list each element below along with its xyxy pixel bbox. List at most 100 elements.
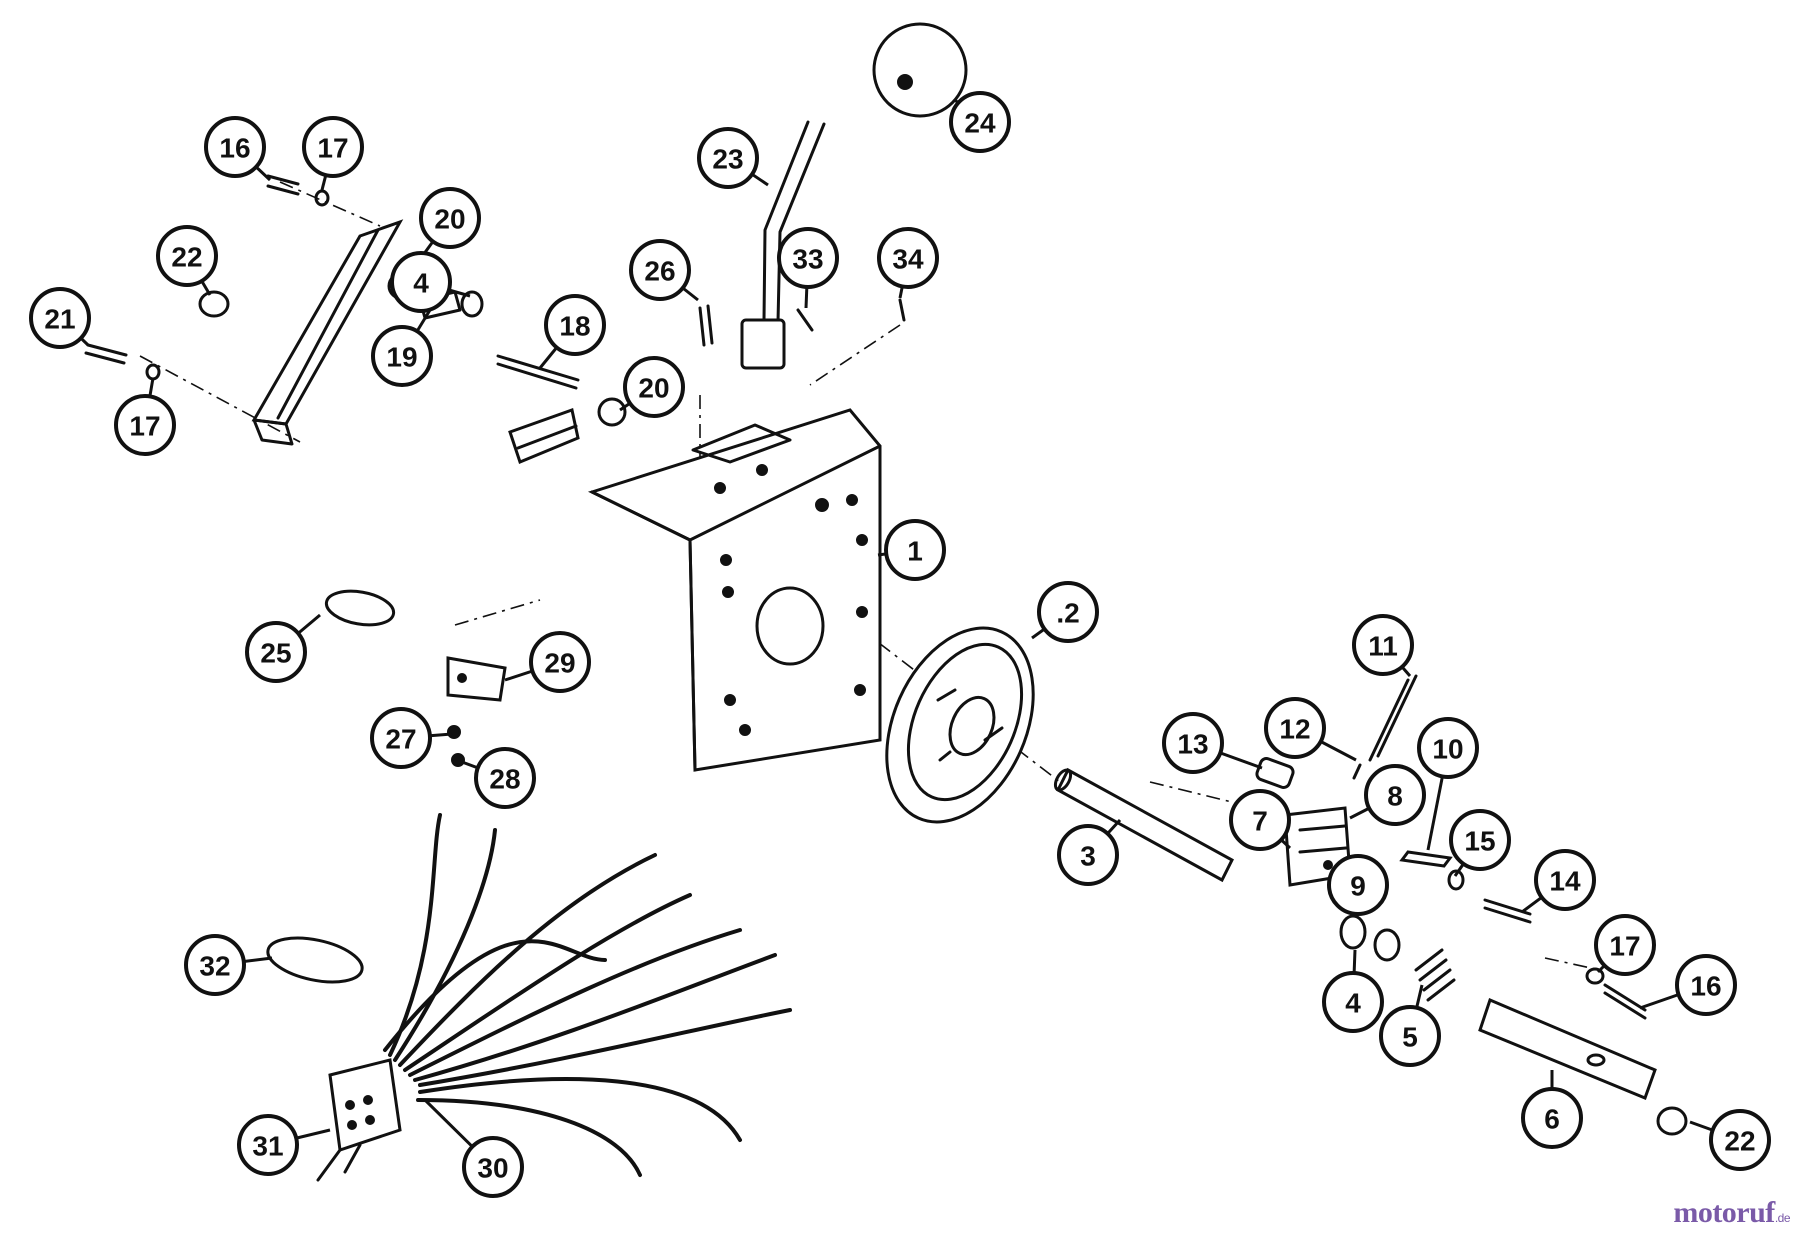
callout-number: 16: [219, 133, 250, 164]
callout-circle: [949, 91, 1011, 153]
callout-22: 22: [1709, 1109, 1771, 1171]
callout-circle: [245, 621, 307, 683]
callout-26: 26: [629, 239, 691, 301]
callout-circle: [462, 1136, 524, 1198]
callout-number: 15: [1464, 826, 1495, 857]
callout-number: 10: [1432, 734, 1463, 765]
callout-circle: [629, 239, 691, 301]
callout-number: 27: [385, 724, 416, 755]
lower-right-parts: [1339, 914, 1688, 1136]
callout-23: 23: [697, 127, 759, 189]
callout-number: 30: [477, 1153, 508, 1184]
callout-31: 31: [237, 1114, 299, 1176]
callout-20: 20: [419, 187, 481, 249]
callout-number: 31: [252, 1131, 283, 1162]
callout-16: 16: [1675, 954, 1737, 1016]
callout-number: 33: [792, 244, 823, 275]
callout-circle: [529, 631, 591, 693]
callout-number: .2: [1056, 598, 1079, 629]
callout-number: 20: [434, 204, 465, 235]
callout-number: 17: [129, 411, 160, 442]
callout-number: 32: [199, 951, 230, 982]
callout-number: 14: [1549, 866, 1581, 897]
callout-circle: [1364, 764, 1426, 826]
callout-number: 17: [1609, 931, 1640, 962]
callout-circle: [371, 325, 433, 387]
callout-circle: [623, 356, 685, 418]
callout-number: 24: [964, 108, 996, 139]
callout-number: 4: [413, 268, 429, 299]
callout-number: 34: [892, 244, 924, 275]
callout-circle: [474, 747, 536, 809]
callout-12: 12: [1264, 697, 1326, 759]
callout-1: 1: [884, 519, 946, 581]
callout-22: 22: [156, 225, 218, 287]
callout-32: 32: [184, 934, 246, 996]
callout-number: 25: [260, 638, 291, 669]
callout-number: 23: [712, 144, 743, 175]
callout-number: 1: [907, 536, 923, 567]
callout-7: 7: [1229, 789, 1291, 851]
callout-number: 4: [1345, 988, 1361, 1019]
callout-number: 7: [1252, 806, 1268, 837]
callout-20: 20: [623, 356, 685, 418]
callout-number: 21: [44, 304, 75, 335]
callout-number: 6: [1544, 1104, 1560, 1135]
callout-circle: [302, 116, 364, 178]
callout-circle: [1162, 712, 1224, 774]
callout-circle: [544, 294, 606, 356]
callout-circle: [877, 227, 939, 289]
callout-number: 8: [1387, 781, 1403, 812]
callout-33: 33: [777, 227, 839, 289]
callout-9: 9: [1327, 854, 1389, 916]
callout-11: 11: [1352, 614, 1414, 676]
callout-8: 8: [1364, 764, 1426, 826]
callout-number: 12: [1279, 714, 1310, 745]
callout-29: 29: [529, 631, 591, 693]
callout-number: 28: [489, 764, 520, 795]
callout-circle: [1675, 954, 1737, 1016]
main-bracket: [587, 408, 882, 772]
callout-dot-2: .2: [1037, 581, 1099, 643]
callout-6: 6: [1521, 1087, 1583, 1149]
callout-4: 4: [390, 251, 452, 313]
callout-circle: [1352, 614, 1414, 676]
callout-number: 3: [1080, 841, 1096, 872]
callout-17: 17: [114, 394, 176, 456]
callout-number: 19: [386, 342, 417, 373]
callout-circle: [156, 225, 218, 287]
small-hardware: [1255, 674, 1532, 924]
callout-25: 25: [245, 621, 307, 683]
callout-circle: [1327, 854, 1389, 916]
callout-circle: [390, 251, 452, 313]
callout-27: 27: [370, 707, 432, 769]
callout-4: 4: [1322, 971, 1384, 1033]
callout-number: 29: [544, 648, 575, 679]
callout-circle: [1449, 809, 1511, 871]
ratchet-lever: [496, 354, 627, 465]
callout-circle: [184, 934, 246, 996]
callout-number: 20: [638, 373, 669, 404]
callout-18: 18: [544, 294, 606, 356]
callout-number: 18: [559, 311, 590, 342]
callout-30: 30: [462, 1136, 524, 1198]
callout-5: 5: [1379, 1005, 1441, 1067]
callout-number: 22: [1724, 1126, 1755, 1157]
callout-circle: [204, 116, 266, 178]
watermark-suffix: .de: [1774, 1211, 1791, 1225]
callout-24: 24: [949, 91, 1011, 153]
callout-circle: [777, 227, 839, 289]
callout-circle: [1229, 789, 1291, 851]
callout-number: 17: [317, 133, 348, 164]
callout-17: 17: [302, 116, 364, 178]
watermark-main: motoruf: [1673, 1196, 1775, 1229]
callout-13: 13: [1162, 712, 1224, 774]
callout-34: 34: [877, 227, 939, 289]
callout-19: 19: [371, 325, 433, 387]
callout-number: 26: [644, 256, 675, 287]
callout-circle: [1594, 914, 1656, 976]
callout-number: 22: [171, 242, 202, 273]
watermark-logo: motoruf.de: [1673, 1196, 1790, 1230]
shift-lever: [698, 22, 968, 370]
